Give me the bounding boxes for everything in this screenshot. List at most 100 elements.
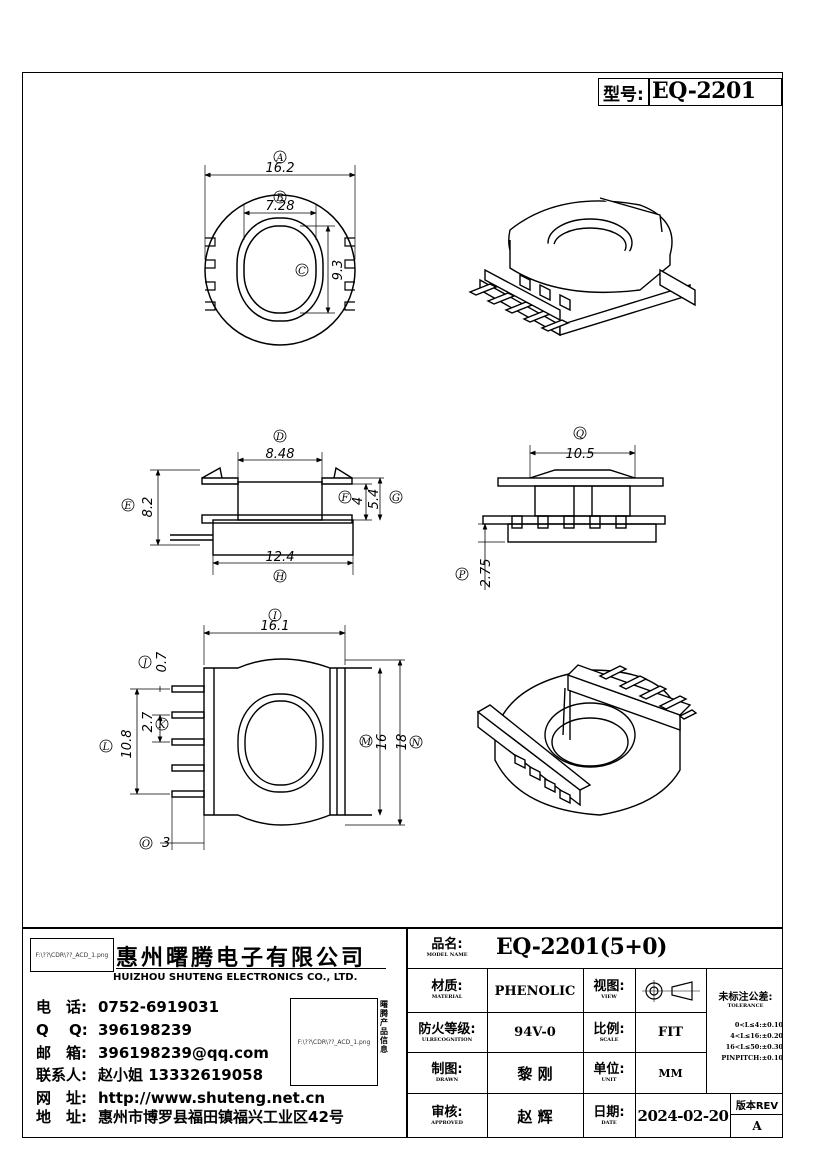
- projection-symbol-icon: [642, 980, 700, 1002]
- dim-o-value: 3: [162, 836, 170, 851]
- company-name-underline: [116, 968, 386, 969]
- approved-label-cn: 审核:: [431, 1105, 463, 1120]
- dim-f-value: 4: [351, 497, 366, 505]
- dim-m-label: M: [360, 737, 372, 748]
- dim-i-value: 16.1: [261, 619, 290, 634]
- dim-h-value: 12.4: [266, 550, 295, 565]
- revision-label: 版本REV: [735, 1101, 779, 1112]
- model-number-divider: [648, 78, 650, 106]
- contact-qq-key: Q Q:: [36, 1021, 88, 1039]
- unit-label-cn: 单位:: [593, 1062, 625, 1077]
- dim-b-value: 7.28: [266, 199, 295, 214]
- dim-j-label: J: [141, 658, 148, 669]
- qr-code-image: F:\??\CDR\??_ACD_1.png: [290, 998, 378, 1086]
- flame-value: 94V-0: [514, 1025, 556, 1040]
- approved-value: 赵 辉: [517, 1107, 553, 1126]
- contact-website: 网 址:http://www.shuteng.net.cn: [36, 1087, 325, 1108]
- titleblock-col-line: [706, 968, 707, 1093]
- drawn-value: 黎 刚: [517, 1064, 553, 1083]
- top-view: [204, 165, 356, 346]
- contact-person: 联系人: 赵小姐 13332619058: [36, 1064, 263, 1085]
- dim-d-value: 8.48: [266, 447, 295, 462]
- contact-qq: Q Q: 396198239: [36, 1019, 192, 1040]
- titleblock-col-line: [730, 1093, 731, 1138]
- model-name-label-cn: 品名:: [431, 937, 463, 952]
- dim-l-label: L: [102, 742, 110, 753]
- qr-caption: 曙腾产品信息: [380, 1000, 388, 1054]
- material-label-cn: 材质:: [431, 979, 463, 994]
- contact-person-value: 赵小姐 13332619058: [98, 1066, 264, 1084]
- bottom-view: [130, 625, 405, 850]
- date-label-cn: 日期:: [593, 1105, 625, 1120]
- drawn-label-cn: 制图:: [431, 1062, 463, 1077]
- drawn-label-en: DRAWN: [435, 1077, 459, 1083]
- model-number-box: [598, 78, 782, 106]
- contact-address-value: 惠州市博罗县福田镇福兴工业区42号: [98, 1108, 344, 1126]
- scale-label-cn: 比例:: [593, 1021, 625, 1037]
- date-label-en: DATE: [601, 1120, 617, 1126]
- dim-c-label: C: [298, 266, 306, 277]
- contact-address-key: 地 址:: [36, 1108, 87, 1126]
- dim-k-value: 2.7: [141, 711, 156, 732]
- approved-label: 审核: APPROVED: [408, 1095, 486, 1137]
- model-name-label: 品名: MODEL NAME: [408, 930, 486, 966]
- dim-f-label: F: [341, 493, 350, 504]
- contact-email-value: 396198239@qq.com: [98, 1044, 269, 1062]
- dim-a-label: A: [275, 153, 283, 164]
- dim-q-value: 10.5: [566, 447, 595, 462]
- dim-h-label: H: [275, 572, 285, 583]
- tolerance-label-en: TOLERANCE: [727, 1003, 764, 1009]
- titleblock-col-line: [583, 968, 584, 1138]
- flame-label: 防火等级: ULRECOGNITION: [408, 1014, 486, 1051]
- drawn-label: 制图: DRAWN: [408, 1054, 486, 1092]
- company-logo-path: F:\??\CDR\??_ACD_1.png: [35, 951, 109, 959]
- dim-g-label: G: [392, 493, 400, 504]
- dim-p-label: P: [458, 570, 466, 581]
- contact-website-value: http://www.shuteng.net.cn: [98, 1089, 326, 1107]
- tolerance-label-cn: 未标注公差:: [718, 992, 773, 1003]
- scale-label-en: SCALE: [599, 1036, 619, 1043]
- scale-label: 比例: SCALE: [584, 1014, 634, 1051]
- contact-address: 地 址: 惠州市博罗县福田镇福兴工业区42号: [36, 1106, 344, 1127]
- scale-value: FIT: [658, 1025, 683, 1040]
- contact-qq-value: 396198239: [98, 1021, 192, 1039]
- contact-phone-key: 电 话:: [36, 998, 87, 1016]
- company-name-cn: 惠州曙腾电子有限公司: [116, 946, 367, 971]
- tolerance-table: 0<L≤4:±0.10 4<L≤16:±0.20 16<L≤50:±0.30 P…: [708, 1020, 783, 1064]
- titleblock-col-line: [635, 968, 636, 1138]
- isometric-view-top: [468, 197, 696, 337]
- contact-phone-value: 0752-6919031: [98, 998, 220, 1016]
- dim-o-label: O: [142, 839, 150, 850]
- titleblock-row-line: [730, 1114, 783, 1115]
- titleblock-col-line: [487, 968, 488, 1138]
- drawing-frame: [22, 72, 783, 1138]
- dim-c-value: 9.3: [331, 260, 346, 281]
- date-value: 2024-02-20: [637, 1107, 729, 1125]
- view-label-cn: 视图:: [593, 979, 625, 994]
- dim-a-value: 16.2: [266, 161, 295, 176]
- contact-person-key: 联系人:: [36, 1066, 87, 1084]
- contact-phone: 电 话: 0752-6919031: [36, 996, 219, 1017]
- unit-label: 单位: UNIT: [584, 1054, 634, 1092]
- tolerance-line: 16<L≤50:±0.30: [725, 1043, 783, 1051]
- dim-j-value: 0.7: [155, 651, 170, 672]
- material-value: PHENOLIC: [494, 983, 576, 999]
- side-view-left: [150, 452, 384, 575]
- unit-label-en: UNIT: [601, 1077, 617, 1083]
- titleblock-row-line: [406, 968, 783, 969]
- dim-i-label: I: [272, 611, 278, 622]
- titleblock-row-line: [406, 1012, 706, 1013]
- titleblock-row-line: [406, 1093, 783, 1094]
- dim-b-label: B: [275, 193, 283, 204]
- model-name-value: EQ-2201(5+0): [496, 934, 667, 960]
- contact-email: 邮 箱:396198239@qq.com: [36, 1042, 269, 1063]
- unit-value: MM: [658, 1066, 683, 1080]
- titleblock-top-border: [22, 927, 783, 929]
- company-logo-image: F:\??\CDR\??_ACD_1.png: [30, 938, 114, 972]
- dim-q-label: Q: [576, 429, 584, 440]
- dim-g-value: 5.4: [367, 489, 382, 510]
- dim-e-label: E: [123, 501, 132, 512]
- flame-label-cn: 防火等级:: [418, 1021, 476, 1037]
- view-label: 视图: VIEW: [584, 970, 634, 1010]
